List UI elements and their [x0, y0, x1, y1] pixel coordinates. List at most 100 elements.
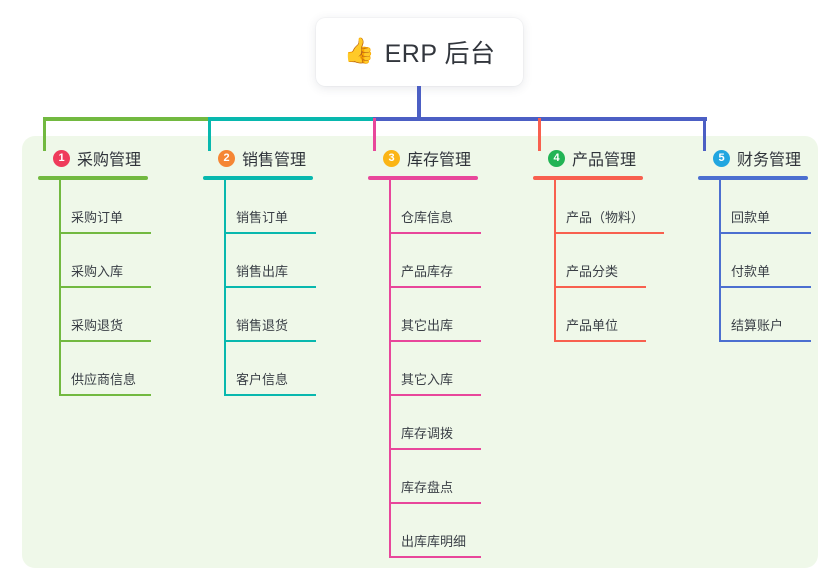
leaf-node-label: 付款单 [731, 264, 771, 279]
leaf-node-rule [719, 232, 811, 234]
thumbs-up-icon: 👍 [343, 36, 375, 65]
column-spine [719, 180, 721, 342]
leaf-node[interactable]: 结算账户 [719, 288, 811, 342]
leaf-node[interactable]: 产品库存 [389, 234, 481, 288]
leaf-node-rule [389, 286, 481, 288]
leaf-node-rule [224, 286, 316, 288]
leaf-node-rule [224, 394, 316, 396]
leaf-node-rule [224, 232, 316, 234]
leaf-node[interactable]: 采购订单 [59, 180, 151, 234]
connector-drop-4 [538, 118, 541, 151]
column-items: 回款单付款单结算账户 [698, 180, 811, 342]
leaf-node-label: 库存调拨 [401, 426, 454, 441]
column-items: 仓库信息产品库存其它出库其它入库库存调拨库存盘点出库库明细 [368, 180, 481, 558]
column-header-rule [38, 176, 148, 180]
leaf-node-label: 销售退货 [236, 318, 289, 333]
leaf-node-label: 产品库存 [401, 264, 454, 279]
leaf-node-label: 产品分类 [566, 264, 619, 279]
leaf-node[interactable]: 库存盘点 [389, 450, 481, 504]
leaf-node[interactable]: 付款单 [719, 234, 811, 288]
leaf-node-rule [59, 232, 151, 234]
connector-drop-1 [43, 118, 46, 151]
leaf-node[interactable]: 产品分类 [554, 234, 646, 288]
column-title: 财务管理 [737, 152, 802, 169]
column-items: 产品（物料） 产品分类产品单位 [533, 180, 664, 342]
leaf-node[interactable]: 销售订单 [224, 180, 316, 234]
leaf-node-rule [389, 340, 481, 342]
column-财务管理: 5 财务管理回款单付款单结算账户 [698, 146, 811, 342]
leaf-node-rule [389, 556, 481, 558]
column-title: 采购管理 [77, 152, 142, 169]
leaf-node-rule [719, 286, 811, 288]
leaf-node-rule [389, 502, 481, 504]
branch-panel [22, 136, 818, 568]
column-badge-2: 2 [218, 149, 235, 167]
column-badge-4: 4 [548, 149, 565, 167]
column-header-rule [368, 176, 478, 180]
column-spine [224, 180, 226, 396]
column-title: 产品管理 [572, 152, 637, 169]
leaf-node-rule [59, 394, 151, 396]
column-spine [554, 180, 556, 342]
leaf-node[interactable]: 回款单 [719, 180, 811, 234]
column-采购管理: 1 采购管理采购订单采购入库采购退货供应商信息 [38, 146, 151, 396]
column-header-2[interactable]: 2 销售管理 [203, 146, 316, 170]
column-badge-5: 5 [713, 149, 730, 167]
column-items: 采购订单采购入库采购退货供应商信息 [38, 180, 151, 396]
connector-drop-5 [703, 118, 706, 151]
leaf-node-rule [554, 340, 646, 342]
leaf-node[interactable]: 客户信息 [224, 342, 316, 396]
leaf-node[interactable]: 产品单位 [554, 288, 646, 342]
connector-trunk [417, 86, 421, 121]
leaf-node-label: 采购入库 [71, 264, 124, 279]
column-header-3[interactable]: 3 库存管理 [368, 146, 481, 170]
column-badge-1: 1 [53, 149, 70, 167]
column-spine [389, 180, 391, 558]
column-badge-3: 3 [383, 149, 400, 167]
leaf-node[interactable]: 其它入库 [389, 342, 481, 396]
column-库存管理: 3 库存管理仓库信息产品库存其它出库其它入库库存调拨库存盘点出库库明细 [368, 146, 481, 558]
column-title: 库存管理 [407, 152, 472, 169]
leaf-node-rule [554, 232, 664, 234]
column-spine [59, 180, 61, 396]
leaf-node-label: 结算账户 [731, 318, 784, 333]
leaf-node-label: 客户信息 [236, 372, 289, 387]
leaf-node[interactable]: 销售退货 [224, 288, 316, 342]
leaf-node-rule [389, 448, 481, 450]
root-node-erp-backend[interactable]: 👍 ERP 后台 [316, 18, 523, 86]
column-header-4[interactable]: 4 产品管理 [533, 146, 664, 170]
column-header-5[interactable]: 5 财务管理 [698, 146, 811, 170]
leaf-node[interactable]: 销售出库 [224, 234, 316, 288]
leaf-node-label: 产品单位 [566, 318, 619, 333]
leaf-node-label: 其它出库 [401, 318, 454, 333]
leaf-node[interactable]: 其它出库 [389, 288, 481, 342]
connector-drop-2 [208, 118, 211, 151]
leaf-node-label: 采购订单 [71, 210, 124, 225]
leaf-node-rule [59, 340, 151, 342]
column-header-rule [203, 176, 313, 180]
leaf-node-label: 产品（物料） [566, 210, 645, 225]
leaf-node[interactable]: 供应商信息 [59, 342, 151, 396]
leaf-node[interactable]: 产品（物料） [554, 180, 664, 234]
leaf-node-label: 回款单 [731, 210, 771, 225]
leaf-node-label: 销售订单 [236, 210, 289, 225]
leaf-node[interactable]: 仓库信息 [389, 180, 481, 234]
leaf-node-rule [554, 286, 646, 288]
column-header-rule [698, 176, 808, 180]
root-node-title: ERP 后台 [384, 40, 496, 68]
leaf-node-label: 销售出库 [236, 264, 289, 279]
column-items: 销售订单销售出库销售退货客户信息 [203, 180, 316, 396]
leaf-node-label: 其它入库 [401, 372, 454, 387]
column-title: 销售管理 [242, 152, 307, 169]
column-header-1[interactable]: 1 采购管理 [38, 146, 151, 170]
leaf-node[interactable]: 采购退货 [59, 288, 151, 342]
bus-segment-green [43, 117, 211, 121]
column-header-rule [533, 176, 643, 180]
leaf-node-rule [224, 340, 316, 342]
leaf-node-label: 仓库信息 [401, 210, 454, 225]
leaf-node[interactable]: 库存调拨 [389, 396, 481, 450]
leaf-node[interactable]: 采购入库 [59, 234, 151, 288]
leaf-node[interactable]: 出库库明细 [389, 504, 481, 558]
leaf-node-rule [719, 340, 811, 342]
leaf-node-label: 库存盘点 [401, 480, 454, 495]
